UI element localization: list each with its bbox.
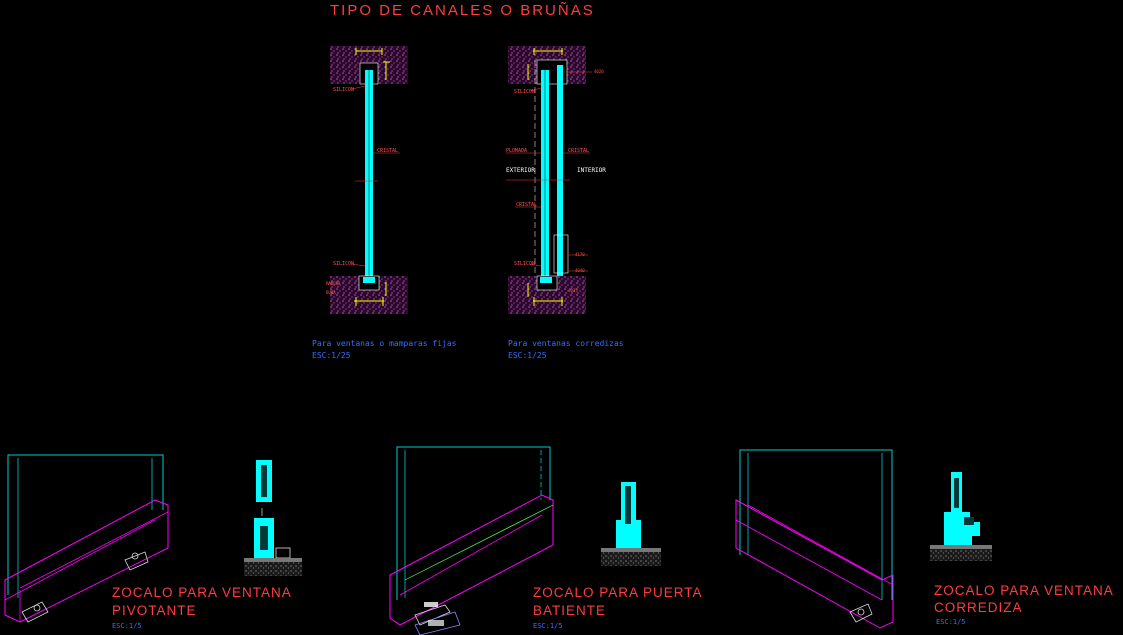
zocalo-batiente: ZOCALO PARA PUERTA BATIENTE ESC:1/5 [389, 446, 703, 635]
dimension-lines [527, 48, 563, 306]
zocalo-title-line1: ZOCALO PARA VENTANA [934, 583, 1114, 598]
zocalo-scale: ESC:1/5 [533, 622, 563, 630]
glass-outline [396, 446, 551, 600]
zocalo-title-line2: PIVOTANTE [112, 603, 197, 618]
drawing-title: TIPO DE CANALES O BRUÑAS [330, 2, 595, 19]
zocalo-corrediza: ZOCALO PARA VENTANA CORREDIZA ESC:1/5 [735, 449, 1114, 629]
glass-outline [7, 454, 164, 595]
sliding-caption: Para ventanas corredizas [508, 339, 624, 348]
bottom-left-label-2: DURA [326, 290, 336, 295]
cristal-label-2: CRISTAL [516, 202, 537, 208]
code-label-b: 4040 [575, 268, 585, 273]
zocalo-scale: ESC:1/5 [112, 622, 142, 630]
zocalo-pivotante: ZOCALO PARA VENTANA PIVOTANTE ESC:1/5 [4, 454, 302, 630]
exterior-label: EXTERIOR [506, 167, 535, 174]
sliding-window-section: 4020 SILICON PLOMADA CRISTAL EXTERIOR IN… [506, 46, 624, 360]
fixed-caption: Para ventanas o mamparas fijas [312, 339, 457, 348]
zocalo-title-line1: ZOCALO PARA VENTANA [112, 585, 292, 600]
silicon-label-top: SILICON [514, 89, 535, 95]
glass-pane-inner [557, 65, 563, 277]
sliding-scale: ESC:1/25 [508, 351, 547, 360]
zocalo-title-line2: BATIENTE [533, 603, 606, 618]
sliding-shoe-detail [944, 472, 980, 545]
cristal-label: CRISTAL [568, 148, 589, 154]
cristal-label: CRISTAL [377, 148, 398, 154]
shoe-profile [735, 499, 894, 629]
silicon-label-top: SILICON [333, 87, 354, 93]
zocalo-title-line2: CORREDIZA [934, 600, 1023, 615]
shoe-profile [4, 499, 169, 623]
code-label-top: 4020 [594, 69, 604, 74]
plomada-label: PLOMADA [506, 148, 527, 154]
interior-label: INTERIOR [577, 167, 606, 174]
fixed-scale: ESC:1/25 [312, 351, 351, 360]
code-label-a: 4170 [575, 252, 585, 257]
shoe-profile [389, 494, 554, 626]
threshold-line [404, 504, 554, 581]
glass-outline [739, 449, 893, 600]
dimension-lines [354, 48, 390, 306]
fixed-window-section: SILICON CRISTAL SILICON MADERA DURA Para… [312, 46, 457, 360]
silicon-label-bottom: SILICON [514, 261, 535, 267]
zocalo-scale: ESC:1/5 [936, 618, 966, 626]
bottom-left-label: MADERA [326, 281, 341, 286]
silicon-label-bottom: SILICON [333, 261, 354, 267]
zocalo-title-line1: ZOCALO PARA PUERTA [533, 585, 703, 600]
code-label-c: 4035 [568, 288, 578, 293]
